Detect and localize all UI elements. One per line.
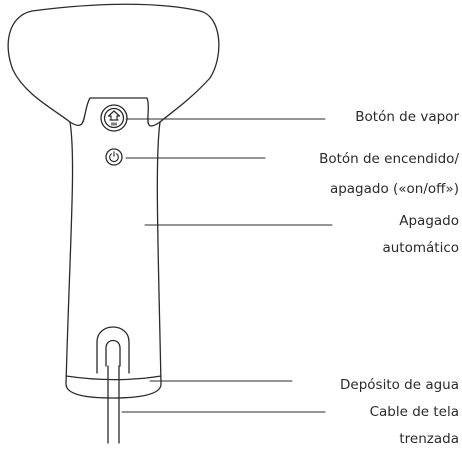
label-cable: Cable de tela trenzada	[369, 404, 459, 447]
cable-grommet-inner	[105, 339, 121, 367]
water-tank-outline	[65, 375, 162, 381]
steamer-handle-outline	[65, 121, 162, 399]
cable-grommet	[96, 326, 130, 374]
steamer-head-outline	[7, 3, 220, 127]
label-auto-off: Apagado automático	[382, 213, 459, 256]
label-power-button: Botón de encendido/ apagado («on/off»)	[319, 151, 459, 197]
power-button	[105, 148, 123, 166]
steam-icon	[107, 110, 121, 126]
label-water-tank: Depósito de agua	[340, 377, 459, 393]
steam-button-inner	[103, 107, 125, 129]
steam-button-outer	[100, 104, 128, 132]
power-icon	[109, 151, 119, 162]
label-steam-button: Botón de vapor	[355, 109, 459, 125]
